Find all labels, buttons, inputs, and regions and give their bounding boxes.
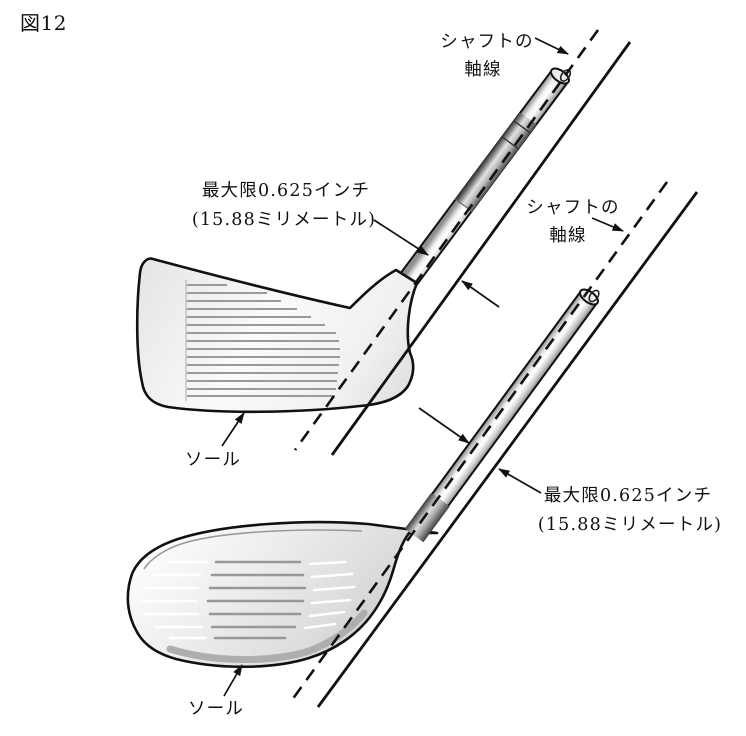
max-limit-label-line1: 最大限0.625インチ: [202, 181, 370, 201]
sole-label: ソール: [185, 450, 241, 470]
wood-head: [126, 520, 439, 669]
callout-arrow: [221, 412, 245, 447]
wood-shaft-axis-callout: シャフトの 軸線: [526, 198, 624, 246]
shaft-axis-label-line2: 軸線: [464, 60, 501, 80]
sole-label: ソール: [188, 699, 244, 719]
wood-crown-line: [143, 529, 363, 570]
callout-arrow: [373, 219, 429, 256]
shaft-axis-label-line1: シャフトの: [440, 32, 534, 52]
max-limit-label-line1: 最大限0.625インチ: [544, 486, 712, 506]
iron-max-limit-callout: 最大限0.625インチ (15.88ミリメートル): [192, 181, 500, 308]
callout-arrow: [223, 664, 243, 697]
wood-offset-limit-line: [316, 191, 699, 708]
wood-shaft-butt-opening: [588, 289, 600, 303]
iron-shaft-axis-callout: シャフトの 軸線: [440, 32, 569, 80]
max-limit-label-line2: (15.88ミリメートル): [538, 515, 722, 535]
wood-neck-ferrule: [404, 492, 450, 543]
iron-shaft-step-band: [455, 112, 537, 212]
iron-shaft-ring: [513, 120, 531, 134]
wood-max-limit-callout: 最大限0.625インチ (15.88ミリメートル): [418, 407, 722, 535]
wood-sole-shadow: [166, 609, 368, 663]
callout-arrow: [591, 217, 624, 232]
figure-label: 図12: [20, 11, 67, 35]
shaft-axis-label-line2: 軸線: [549, 226, 586, 246]
callout-arrow: [534, 37, 569, 55]
axis-offset-arrow: [418, 407, 470, 444]
reference-lines: [290, 29, 699, 708]
iron-club-illustration: [135, 67, 572, 414]
wood-club-illustration: [126, 288, 600, 669]
iron-offset-limit-line: [330, 41, 632, 456]
wood-face-lines: [140, 560, 356, 640]
max-limit-label-line2: (15.88ミリメートル): [192, 210, 376, 230]
iron-sole-callout: ソール: [185, 412, 245, 470]
iron-face-grooves: [187, 284, 340, 397]
wood-sole-callout: ソール: [188, 664, 244, 719]
iron-shaft-ring: [501, 136, 520, 150]
iron-shaft-axis-dashed-line: [293, 29, 600, 451]
axis-offset-arrow: [461, 280, 500, 308]
callout-arrow: [498, 468, 542, 494]
shaft-axis-label-line1: シャフトの: [526, 198, 620, 218]
